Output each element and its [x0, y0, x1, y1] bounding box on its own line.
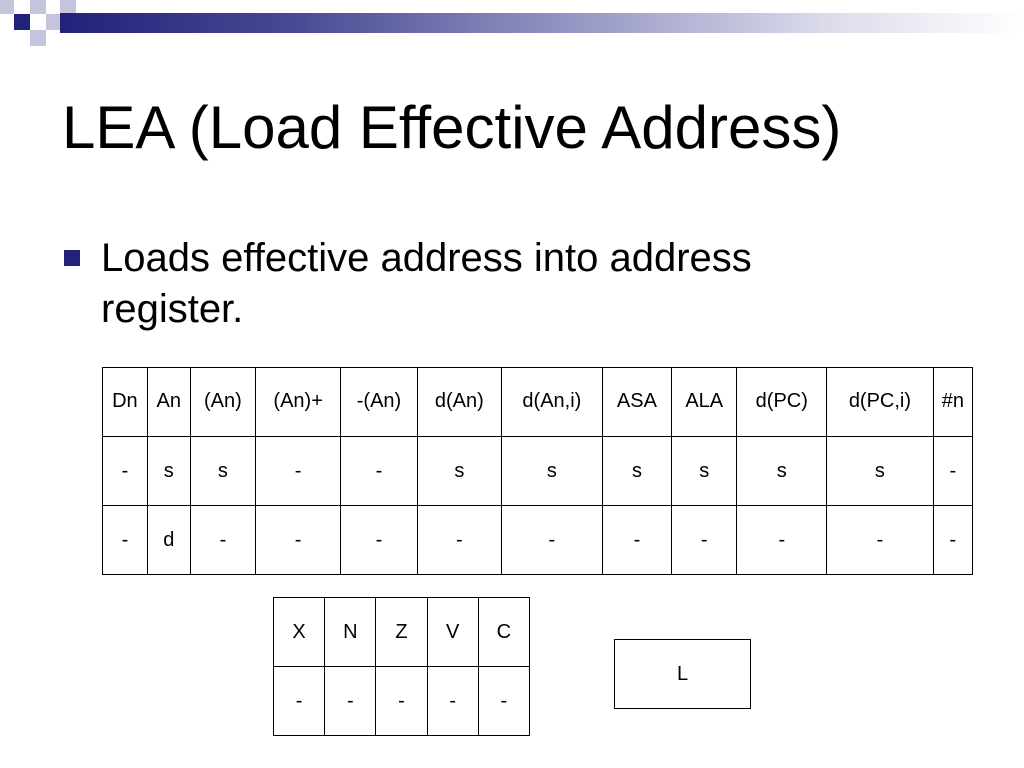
table-cell: s — [500, 436, 603, 506]
table-cell: - — [102, 505, 148, 575]
table-cell: s — [416, 436, 502, 506]
flag-header-cell: X — [272, 597, 326, 667]
size-row: L — [614, 639, 751, 709]
table-cell: - — [826, 505, 934, 575]
square-bullet-icon — [64, 250, 80, 266]
table-cell: - — [500, 505, 603, 575]
header-cell: d(An) — [416, 367, 502, 437]
table-header-row: Dn An (An) (An)+ -(An) d(An) d(An,i) ASA… — [102, 367, 974, 437]
header-cell: d(PC,i) — [826, 367, 934, 437]
header-square — [14, 14, 30, 30]
table-cell: - — [671, 505, 738, 575]
header-cell: d(An,i) — [500, 367, 603, 437]
flag-header-cell: V — [426, 597, 479, 667]
table-cell: s — [671, 436, 738, 506]
table-cell: - — [102, 436, 148, 506]
flags-header-row: X N Z V C — [272, 597, 531, 667]
table-row-destination: - d - - - - - - - - - - — [102, 505, 974, 575]
header-cell: d(PC) — [736, 367, 828, 437]
flag-value-cell: - — [324, 666, 377, 736]
header-cell: #n — [932, 367, 974, 437]
addressing-modes-table: Dn An (An) (An)+ -(An) d(An) d(An,i) ASA… — [102, 367, 974, 575]
header-cell: (An)+ — [255, 367, 342, 437]
flag-header-cell: N — [324, 597, 377, 667]
flags-value-row: - - - - - — [272, 666, 531, 736]
header-cell: (An) — [189, 367, 257, 437]
table-cell: d — [146, 505, 191, 575]
table-cell: - — [601, 505, 673, 575]
table-cell: - — [416, 505, 502, 575]
operand-size-box: L — [614, 639, 751, 709]
table-cell: - — [340, 436, 418, 506]
flag-value-cell: - — [477, 666, 531, 736]
table-cell: - — [736, 505, 828, 575]
flag-header-cell: C — [477, 597, 531, 667]
table-cell: s — [736, 436, 828, 506]
header-cell: ASA — [601, 367, 673, 437]
header-square — [60, 0, 76, 13]
header-square — [0, 0, 14, 14]
flag-header-cell: Z — [375, 597, 428, 667]
header-cell: Dn — [102, 367, 148, 437]
table-cell: - — [255, 505, 342, 575]
condition-flags-table: X N Z V C - - - - - — [272, 597, 531, 736]
header-cell: An — [146, 367, 191, 437]
table-cell: - — [340, 505, 418, 575]
table-cell: - — [189, 505, 257, 575]
header-cell: -(An) — [340, 367, 418, 437]
table-cell: s — [826, 436, 934, 506]
table-cell: - — [932, 436, 974, 506]
flag-value-cell: - — [426, 666, 479, 736]
header-square — [30, 0, 46, 14]
flag-value-cell: - — [375, 666, 428, 736]
header-cell: ALA — [671, 367, 738, 437]
table-cell: s — [601, 436, 673, 506]
table-cell: s — [146, 436, 191, 506]
header-square — [30, 30, 46, 46]
bullet-text: Loads effective address into address reg… — [101, 236, 752, 331]
header-square — [46, 14, 60, 30]
table-row-source: - s s - - s s s s s s - — [102, 436, 974, 506]
flag-value-cell: - — [272, 666, 326, 736]
table-cell: s — [189, 436, 257, 506]
table-cell: - — [255, 436, 342, 506]
size-cell: L — [614, 639, 751, 709]
table-cell: - — [932, 505, 974, 575]
slide-title: LEA (Load Effective Address) — [62, 94, 842, 161]
header-band — [60, 13, 1024, 33]
